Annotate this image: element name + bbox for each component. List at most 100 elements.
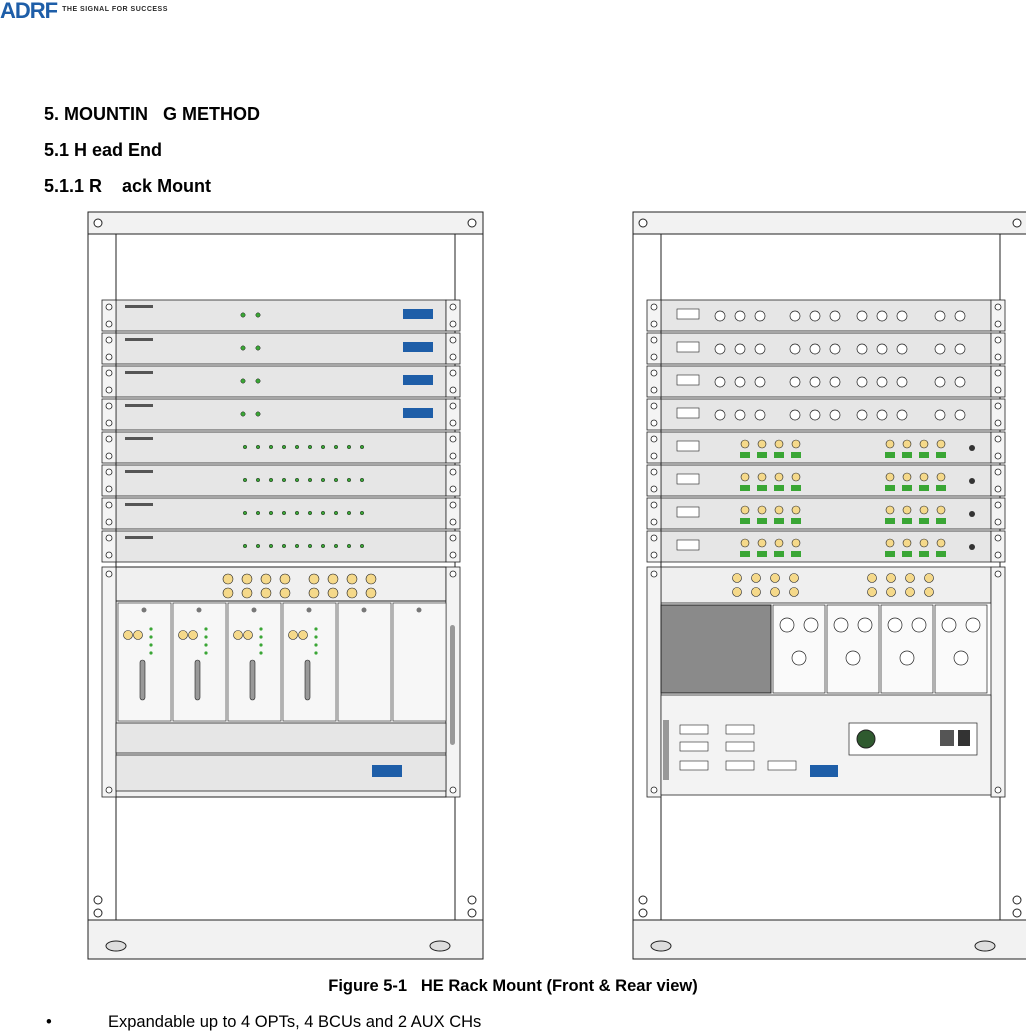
connector-icon: [757, 538, 767, 548]
status-led-icon: [255, 378, 261, 384]
screw-icon: [650, 303, 658, 311]
db-port-icon: [676, 506, 700, 518]
status-led-icon: [294, 543, 300, 549]
mount-ear: [101, 398, 117, 431]
screw-icon: [105, 518, 113, 526]
fiber-port-icon: [919, 551, 929, 557]
screw-icon: [994, 485, 1002, 493]
connector-icon: [936, 505, 946, 515]
connector-icon: [754, 409, 766, 421]
status-led-icon: [255, 543, 261, 549]
connector-icon: [308, 587, 320, 599]
fiber-port-icon: [774, 485, 784, 491]
status-led-icon: [259, 651, 263, 655]
connector-icon: [740, 472, 750, 482]
fiber-port-icon: [936, 452, 946, 458]
connector-icon: [365, 587, 377, 599]
status-led-icon: [320, 477, 326, 483]
connector-icon: [856, 310, 868, 322]
screw-icon: [994, 320, 1002, 328]
screw-icon: [306, 607, 312, 613]
db-port-icon: [725, 741, 755, 752]
connector-icon: [902, 505, 912, 515]
db-port-icon: [767, 760, 797, 771]
screw-icon: [105, 336, 113, 344]
unit-label-mark: [125, 404, 153, 407]
screw-icon: [105, 369, 113, 377]
mount-ear: [646, 464, 662, 497]
screw-icon: [449, 786, 457, 794]
connector-icon: [791, 439, 801, 449]
connector-icon: [774, 505, 784, 515]
screw-icon: [994, 303, 1002, 311]
db-port-icon: [679, 760, 709, 771]
fiber-port-icon: [757, 485, 767, 491]
rack-unit: [115, 497, 447, 530]
mount-ear: [101, 464, 117, 497]
connector-icon: [714, 343, 726, 355]
connector-icon: [279, 573, 291, 585]
mount-ear: [445, 365, 461, 398]
unit-label-mark: [125, 503, 153, 506]
ground-icon: [969, 544, 975, 550]
status-led-icon: [333, 510, 339, 516]
brand-badge-icon: [403, 309, 433, 319]
status-led-icon: [240, 312, 246, 318]
screw-icon: [650, 353, 658, 361]
screw-icon: [994, 534, 1002, 542]
connector-icon: [905, 573, 915, 583]
screw-icon: [994, 336, 1002, 344]
status-led-icon: [314, 635, 318, 639]
brand-badge-icon: [810, 765, 838, 777]
rack-base: [632, 919, 1026, 960]
status-led-icon: [320, 444, 326, 450]
connector-icon: [714, 310, 726, 322]
connector-icon: [241, 587, 253, 599]
mount-ear: [990, 365, 1006, 398]
connector-icon: [885, 538, 895, 548]
rear-rack-view: [632, 211, 1026, 960]
brand-badge-icon: [403, 408, 433, 418]
subsubsection-heading: 5.1.1 R ack Mount: [44, 176, 212, 196]
mount-ear: [990, 332, 1006, 365]
screw-icon: [650, 336, 658, 344]
connector-icon: [789, 587, 799, 597]
status-led-icon: [314, 627, 318, 631]
screw-icon: [449, 570, 457, 578]
unit-label-mark: [125, 437, 153, 440]
mount-ear: [646, 566, 662, 798]
screw-icon: [1012, 908, 1022, 918]
mount-ear: [646, 398, 662, 431]
subsection-heading: 5.1 H ead End: [44, 140, 163, 160]
screw-icon: [105, 303, 113, 311]
rack-unit: [660, 566, 992, 604]
unit-label-mark: [125, 371, 153, 374]
brand-badge-icon: [403, 342, 433, 352]
status-led-icon: [242, 510, 248, 516]
mount-ear: [445, 398, 461, 431]
screw-icon: [449, 468, 457, 476]
status-led-icon: [149, 651, 153, 655]
connector-icon: [732, 573, 742, 583]
status-led-icon: [346, 543, 352, 549]
screw-icon: [467, 895, 477, 905]
mount-ear: [990, 299, 1006, 332]
connector-icon: [754, 310, 766, 322]
status-led-icon: [255, 312, 261, 318]
screw-icon: [449, 501, 457, 509]
connector-icon: [346, 587, 358, 599]
connector-icon: [243, 630, 253, 640]
connector-icon: [954, 343, 966, 355]
connector-icon: [714, 409, 726, 421]
connector-icon: [133, 630, 143, 640]
screw-icon: [650, 518, 658, 526]
status-led-icon: [240, 411, 246, 417]
connector-icon: [279, 587, 291, 599]
screw-icon: [994, 419, 1002, 427]
mount-ear: [990, 398, 1006, 431]
screw-icon: [994, 518, 1002, 526]
status-led-icon: [281, 477, 287, 483]
connector-icon: [885, 439, 895, 449]
logo-tagline: THE SIGNAL FOR SUCCESS: [62, 6, 168, 13]
status-led-icon: [204, 635, 208, 639]
